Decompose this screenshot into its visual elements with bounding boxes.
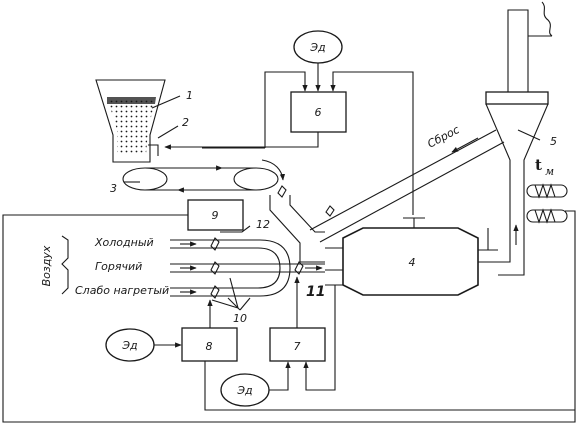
block-8-label: 8 <box>206 340 213 353</box>
feed-hopper <box>95 79 166 163</box>
belt-conveyor <box>122 159 286 193</box>
block-7-label: 7 <box>294 340 301 353</box>
air-hot-label: Горячий <box>95 260 142 273</box>
temperature-symbol: t <box>535 156 542 174</box>
air-cold-label: Холодный <box>94 236 154 249</box>
motor-top: Эд <box>293 30 343 64</box>
air-group-label: Воздух <box>40 245 53 286</box>
heater-coils: t м <box>526 156 568 224</box>
temperature-subscript: м <box>545 165 554 178</box>
block-4-label: 4 <box>409 256 416 269</box>
block-9-label: 9 <box>212 209 219 222</box>
rotary-drum: 4 <box>325 217 498 296</box>
label-11: 11 <box>306 284 325 300</box>
label-5: 5 <box>550 135 557 148</box>
cyclone-stack <box>485 1 553 276</box>
motor-left-label: Эд <box>121 339 137 352</box>
discharge-duct: Сброс <box>309 123 505 243</box>
block-6: 6 <box>290 91 347 133</box>
label-2: 2 <box>182 116 189 129</box>
air-ducts <box>61 225 325 311</box>
discharge-label: Сброс <box>425 123 461 151</box>
label-1: 1 <box>186 89 193 102</box>
block-7: 7 <box>269 327 326 362</box>
label-12: 12 <box>256 218 270 231</box>
label-3: 3 <box>110 182 117 195</box>
air-warm-label: Слабо нагретый <box>75 284 169 297</box>
block-8: 8 <box>181 327 238 362</box>
block-9: 9 <box>187 199 244 231</box>
block-6-label: 6 <box>315 106 322 119</box>
feed-chute <box>269 185 325 263</box>
label-10: 10 <box>233 312 247 325</box>
motor-left: Эд <box>105 328 155 362</box>
motor-top-label: Эд <box>309 41 325 54</box>
motor-bottom-label: Эд <box>236 384 252 397</box>
motor-bottom: Эд <box>220 373 270 407</box>
